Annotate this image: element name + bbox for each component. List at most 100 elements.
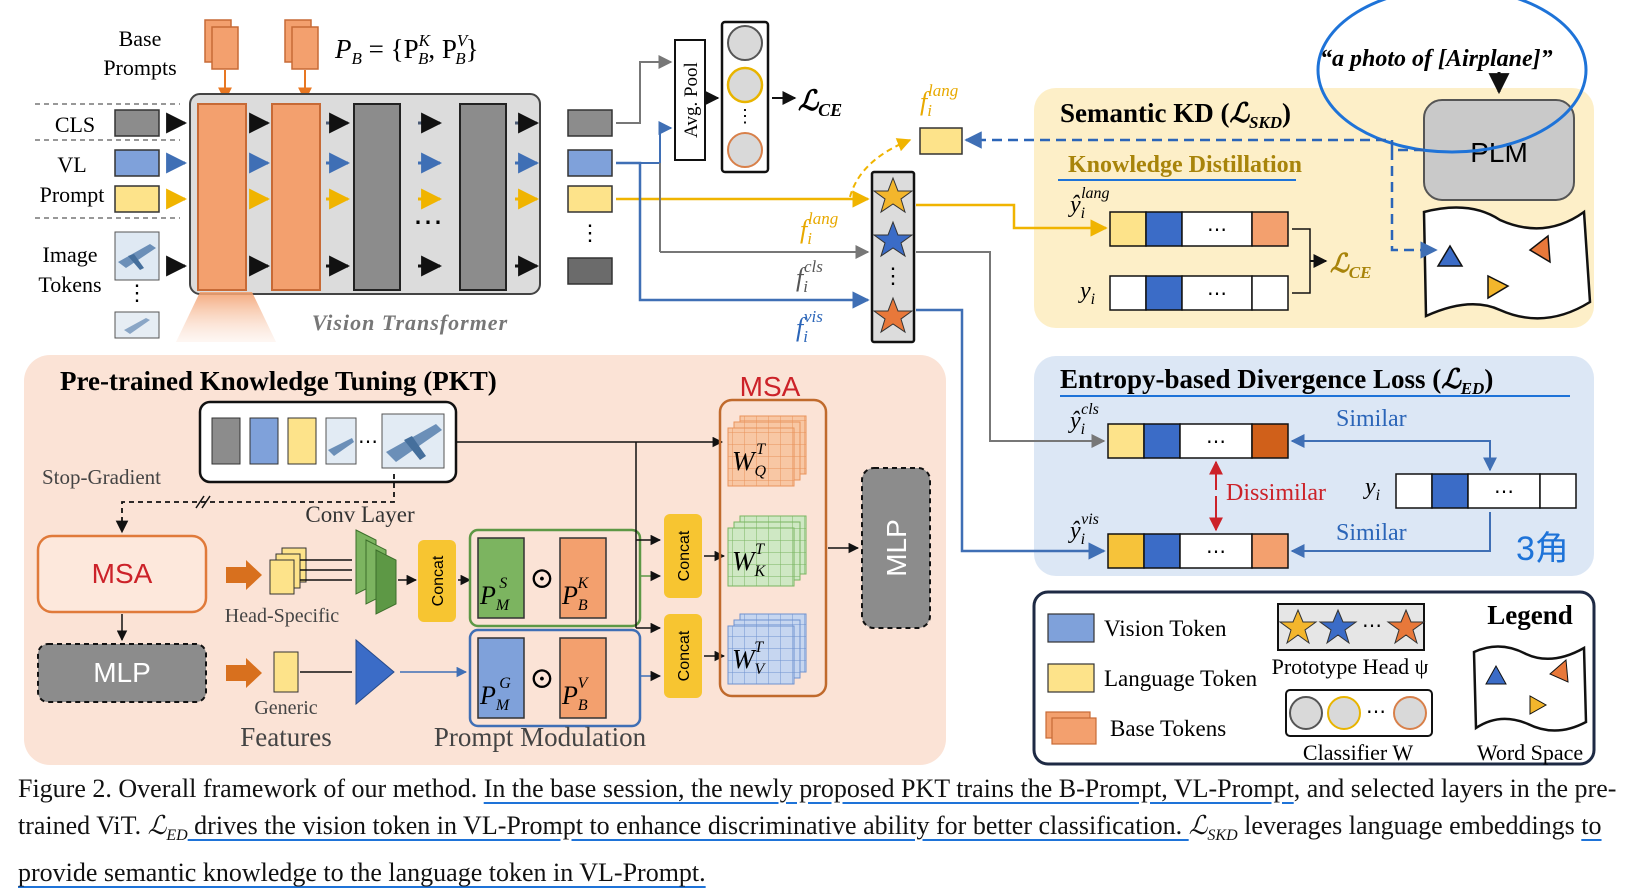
svg-text:⋯: ⋯ bbox=[1366, 701, 1386, 723]
pbv-token bbox=[559, 637, 607, 719]
ed-title: Entropy-based Divergence Loss (ℒED) bbox=[1060, 364, 1493, 398]
cls-token bbox=[114, 109, 160, 137]
entropy-divergence-panel: Entropy-based Divergence Loss (ℒED) ŷicl… bbox=[916, 251, 1594, 576]
modulation-block-generic bbox=[468, 628, 642, 728]
base-prompt-icon-1 bbox=[204, 19, 239, 70]
lce-skd: ℒCE bbox=[1330, 249, 1371, 282]
svg-text:⋯: ⋯ bbox=[1494, 481, 1514, 503]
concat-block-v bbox=[664, 614, 702, 698]
vt-layer-frozen-2 bbox=[459, 103, 507, 291]
ed-background bbox=[1034, 356, 1594, 576]
language-token bbox=[114, 185, 160, 213]
concat-label-v: Concat bbox=[676, 630, 693, 681]
generic-label: Generic bbox=[254, 697, 317, 719]
yhat-cls-bar: ⋯ bbox=[1107, 423, 1289, 459]
psm-token bbox=[477, 537, 525, 619]
pkt-msa-label: MSA bbox=[92, 558, 153, 589]
yhat-cls-label: ŷicls bbox=[1068, 401, 1099, 438]
y-label-skd: yi bbox=[1078, 278, 1095, 308]
concat-block-left bbox=[418, 540, 456, 622]
caption-l-skd: ℒSKD bbox=[1188, 811, 1238, 845]
yhat-vis-label: ŷivis bbox=[1068, 511, 1099, 548]
prototype-head-box bbox=[870, 170, 916, 344]
svg-text:⋮: ⋮ bbox=[579, 220, 601, 245]
yhat-lang-bar: ⋯ bbox=[1109, 211, 1289, 247]
image-token-thumbnail-2 bbox=[114, 311, 160, 339]
mlp-right-label: MLP bbox=[881, 519, 912, 577]
svg-text:⋯: ⋯ bbox=[1207, 283, 1227, 305]
caption-part-5: leverages language embeddings bbox=[1244, 811, 1582, 840]
msa-right-block bbox=[718, 398, 828, 698]
vision-transformer-label: Vision Transformer bbox=[312, 310, 508, 335]
f-lang-target-token bbox=[919, 127, 963, 155]
legend-panel: Vision Token Language Token Base Tokens … bbox=[1032, 590, 1596, 766]
vision-token bbox=[114, 149, 160, 177]
similar-label-1: Similar bbox=[1336, 406, 1407, 432]
prototype-star-lang bbox=[872, 176, 914, 214]
features-label: Features bbox=[240, 722, 331, 752]
wk-matrix bbox=[727, 515, 807, 587]
legend-classifier: Classifier W bbox=[1303, 740, 1413, 765]
wq-matrix bbox=[727, 415, 807, 487]
caption-underlined-3: to provide semantic knowledge to the lan… bbox=[18, 811, 1602, 888]
y-label-ed: yi bbox=[1363, 474, 1380, 504]
out-vision-token bbox=[567, 149, 613, 177]
out-cls-token bbox=[567, 109, 613, 137]
pkt-title: Pre-trained Knowledge Tuning (PKT) bbox=[60, 366, 497, 396]
pkt-mlp-label: MLP bbox=[93, 657, 151, 688]
image-token-thumbnail-1 bbox=[114, 231, 160, 281]
handwritten-note: 3角 bbox=[1516, 530, 1569, 568]
vt-layer-frozen-1 bbox=[353, 103, 401, 291]
pkt-msa-block bbox=[36, 534, 208, 614]
wv-matrix bbox=[727, 613, 807, 685]
cls-label: CLS bbox=[55, 112, 95, 137]
avg-pool-box bbox=[674, 39, 706, 161]
svg-text:⋯: ⋯ bbox=[358, 431, 378, 453]
svg-text:⋮: ⋮ bbox=[882, 263, 904, 288]
vt-layer-trainable-2 bbox=[271, 103, 321, 291]
mlp-right-block bbox=[861, 467, 931, 629]
concat-block-k bbox=[664, 514, 702, 598]
image-label: Image bbox=[43, 242, 98, 267]
semantic-kd-panel: Semantic KD (ℒSKD) Knowledge Distillatio… bbox=[916, 0, 1594, 328]
odot-2: ⊙ bbox=[529, 662, 554, 695]
caption-underlined-1: In the base session, the newly proposed … bbox=[483, 774, 1294, 803]
pkt-mlp-block bbox=[37, 643, 207, 703]
pbk-token bbox=[559, 537, 607, 619]
prompt-modulation-label: Prompt Modulation bbox=[434, 722, 647, 752]
base-prompts-label-2: Prompts bbox=[103, 55, 176, 80]
pbk-label: PBK bbox=[561, 575, 590, 614]
base-prompt-icon-2 bbox=[284, 19, 319, 70]
dissimilar-label: Dissimilar bbox=[1226, 480, 1326, 506]
svg-text:⋯: ⋯ bbox=[1207, 219, 1227, 241]
conv-layer-label: Conv Layer bbox=[305, 502, 415, 527]
figure-caption: Figure 2. Overall framework of our metho… bbox=[18, 770, 1618, 891]
legend-title: Legend bbox=[1487, 600, 1573, 630]
yhat-lang-label: ŷilang bbox=[1068, 185, 1110, 222]
wq-label: WQT bbox=[732, 441, 767, 480]
modulation-block-specific bbox=[468, 528, 642, 628]
legend-word-space: Word Space bbox=[1477, 740, 1583, 765]
head-specific-label: Head-Specific bbox=[225, 605, 340, 627]
concat-label-k: Concat bbox=[676, 530, 693, 581]
wv-label: WVT bbox=[732, 639, 767, 678]
base-prompts-label-1: Base bbox=[119, 26, 162, 51]
out-image-token bbox=[567, 257, 613, 285]
vl-label: VL bbox=[57, 152, 86, 177]
lce-top: ℒCE bbox=[798, 86, 842, 120]
svg-text:⋮: ⋮ bbox=[736, 106, 754, 126]
msa-top-label: MSA bbox=[740, 371, 801, 402]
f-lang-top-label: filang bbox=[920, 81, 958, 120]
caption-underlined-2: drives the vision token in VL-Prompt to … bbox=[187, 811, 1189, 840]
caption-part-3: , and selected layers in the pre-trained… bbox=[18, 774, 1617, 840]
vt-layer-trainable-1 bbox=[197, 103, 247, 291]
avg-pool-label: Avg. Pool bbox=[681, 62, 702, 138]
concat-label-left: Concat bbox=[430, 555, 447, 606]
caption-l-ed: ℒED bbox=[147, 811, 188, 845]
psm-label: PMS bbox=[479, 575, 511, 614]
prototype-star-vis bbox=[872, 220, 914, 258]
pkt-zoom-spotlight bbox=[176, 292, 276, 342]
